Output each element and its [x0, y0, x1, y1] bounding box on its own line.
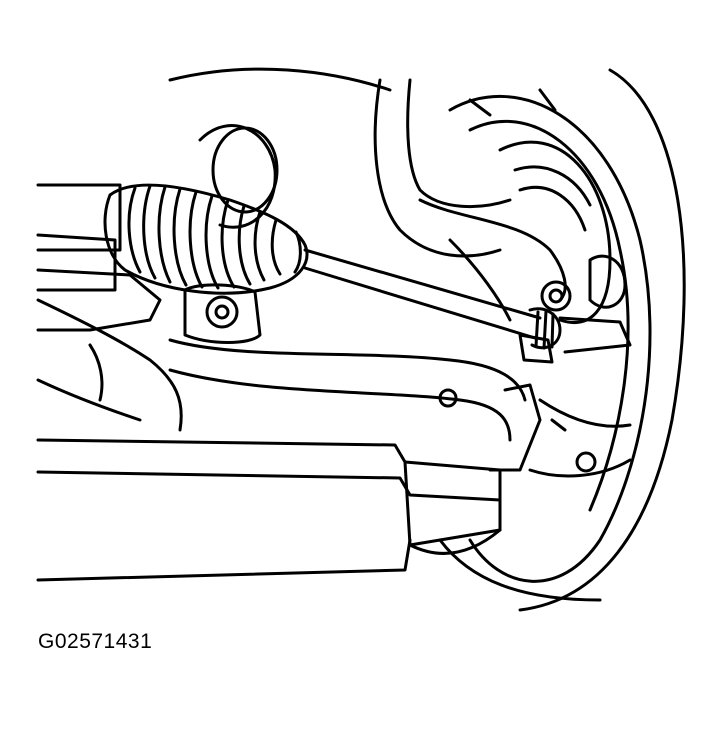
rim-inner [468, 119, 630, 512]
boot-rib-5 [188, 190, 204, 289]
boot-rib-10 [270, 218, 282, 276]
boot-rib-1 [127, 186, 142, 274]
knuckle-detail [550, 418, 567, 432]
hub-detail-1 [513, 165, 592, 207]
hub-ring [498, 140, 612, 324]
frame-rail [36, 438, 602, 602]
strut-right-edge [406, 78, 512, 209]
rail-end-face [403, 460, 502, 547]
thread-line-2 [542, 309, 548, 350]
tire-outer-edge [518, 68, 686, 612]
rack-bracket [36, 268, 162, 332]
tie-rod-upper [303, 248, 542, 320]
knuckle-arm [418, 198, 567, 302]
thread-line-1 [534, 310, 540, 348]
boot-rib-6 [204, 194, 220, 290]
ball-joint-nut [540, 280, 572, 312]
bracket-bolt-head [205, 295, 239, 329]
boot-rib-4 [172, 187, 188, 287]
rail-lower-sweep [438, 538, 602, 602]
boot-rib-2 [142, 184, 157, 280]
body-left-curve-2 [36, 378, 142, 422]
bracket-bolt-center [214, 304, 230, 320]
arm-bolt [438, 388, 458, 408]
boot-rib-8 [237, 204, 252, 286]
bracket-plate [183, 283, 262, 344]
hub-detail-3 [468, 98, 492, 117]
body-round-boss [211, 126, 279, 214]
hub-detail-4 [538, 88, 557, 112]
arm-flange-lower [528, 458, 632, 478]
body-left-curve-1 [36, 298, 183, 432]
boot-rib-7 [220, 198, 236, 289]
knuckle-nub [588, 254, 627, 309]
tie-rod-lower [303, 266, 537, 340]
lock-nut [518, 333, 554, 364]
rail-end-bottom [408, 528, 502, 555]
hub-detail-2 [518, 185, 587, 232]
arm-upper-edge [168, 338, 527, 402]
knuckle-bolt [575, 451, 597, 473]
tie-rod-outer-end [558, 316, 632, 354]
tie-rod [303, 248, 632, 364]
arm-lower-edge [168, 368, 512, 442]
rim-outer [448, 94, 652, 583]
boot-clamp [293, 230, 302, 274]
arm-end [488, 383, 542, 472]
boot-rib-9 [253, 210, 266, 282]
strut-body [168, 67, 567, 322]
rack-housing [36, 183, 122, 252]
figure-id-label: G02571431 [38, 630, 153, 653]
ball-joint-stud [548, 288, 564, 304]
strut-left-edge [373, 78, 502, 258]
steering-rack [36, 183, 309, 332]
rail-middle-edge [36, 470, 502, 502]
control-arm [168, 338, 632, 478]
mounting-bracket [183, 283, 262, 344]
body-panel-curve [168, 67, 392, 92]
body-left-curve-3 [88, 343, 104, 402]
knuckle-lower [448, 238, 512, 322]
rail-top-edge [36, 438, 502, 472]
wheel-assembly [448, 68, 686, 612]
thread-line-3 [550, 312, 555, 349]
body-left [36, 298, 183, 432]
rail-bottom-edge [36, 538, 412, 582]
body-panel-lower [198, 124, 277, 229]
boot-rib-3 [157, 185, 172, 284]
arm-flange [538, 398, 632, 428]
rack-housing-lower [36, 233, 117, 292]
